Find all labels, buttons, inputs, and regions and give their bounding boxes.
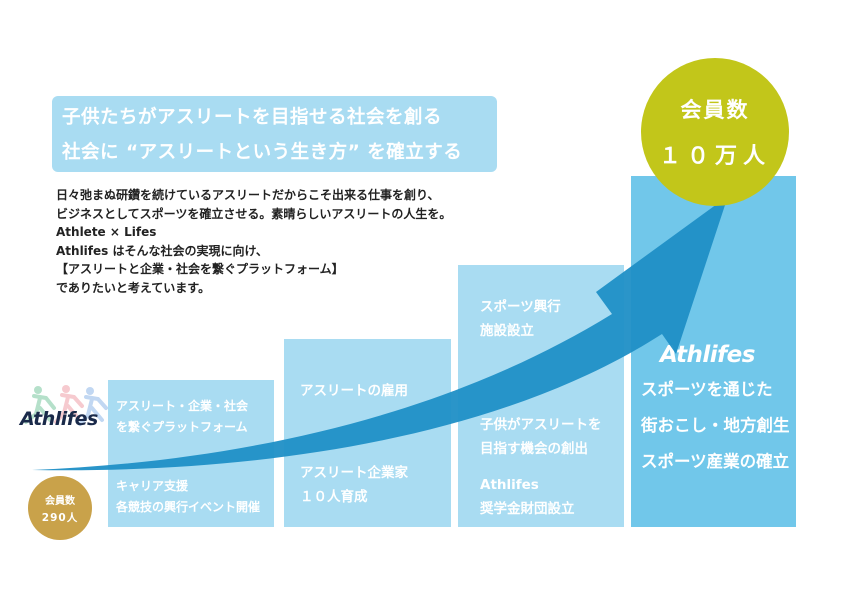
step-text: 各競技の興行イベント開催 (116, 500, 261, 514)
description-line: でありたいと考えています。 (56, 280, 211, 295)
start-members-value: 290人 (41, 511, 79, 524)
step-text: 目指す機会の創出 (480, 441, 588, 457)
headline-banner: 子供たちがアスリートを目指せる社会を創る 社会に “アスリートという生き方” を… (52, 96, 497, 172)
headline-line-1: 子供たちがアスリートを目指せる社会を創る (62, 107, 443, 128)
step-1-item-1: アスリート・企業・社会 を繋ぐプラットフォーム (116, 396, 248, 438)
step-2-item-1: アスリートの雇用 (300, 379, 408, 403)
goal-members-label: 会員数 (680, 98, 750, 122)
start-members-circle: 会員数 290人 (28, 476, 92, 540)
arrow-shape (32, 196, 728, 471)
start-members-label: 会員数 (45, 495, 75, 507)
athlifes-logo-start: Athlifes (20, 408, 98, 430)
description-line: 【アスリートと企業・社会を繋ぐプラットフォーム】 (56, 262, 344, 276)
step-text: 子供がアスリートを (480, 417, 602, 433)
step-4-item-1: スポーツを通じた 街おこし・地方創生 スポーツ産業の確立 (641, 372, 790, 480)
runners-icon (24, 385, 108, 426)
step-text: 施設設立 (480, 323, 534, 339)
step-3-item-1: スポーツ興行 施設設立 (480, 295, 561, 343)
description-line: 日々弛まぬ研鑽を続けているアスリートだからこそ出来る仕事を創り、 (56, 188, 440, 202)
step-text: キャリア支援 (116, 479, 189, 493)
headline-line-2: 社会に “アスリートという生き方” を確立する (62, 142, 463, 163)
step-text: １０人育成 (300, 489, 368, 505)
step-text: 街おこし・地方創生 (641, 416, 790, 435)
description-line: Athlete × Lifes (56, 225, 157, 239)
step-3-item-2: 子供がアスリートを 目指す機会の創出 (480, 413, 602, 461)
step-text: Athlifes (480, 477, 539, 493)
step-text: 奨学金財団設立 (480, 501, 575, 517)
step-2-item-2: アスリート企業家 １０人育成 (300, 461, 408, 509)
step-text: スポーツを通じた (641, 380, 773, 399)
step-text: スポーツ興行 (480, 299, 561, 315)
step-text: スポーツ産業の確立 (641, 452, 790, 471)
step-text: アスリートの雇用 (300, 383, 408, 399)
step-3-item-3: Athlifes 奨学金財団設立 (480, 473, 575, 521)
step-1-item-2: キャリア支援 各競技の興行イベント開催 (116, 476, 260, 518)
goal-members-circle: 会員数 １０万人 (641, 58, 789, 206)
step-text: アスリート・企業・社会 (116, 399, 249, 413)
description-line: ビジネスとしてスポーツを確立させる。素晴らしいアスリートの人生を。 (56, 206, 452, 221)
step-text: を繋ぐプラットフォーム (116, 420, 248, 434)
description-line: Athlifes はそんな社会の実現に向け、 (56, 243, 268, 258)
description: 日々弛まぬ研鑽を続けているアスリートだからこそ出来る仕事を創り、 ビジネスとして… (56, 186, 516, 297)
step-text: アスリート企業家 (300, 465, 408, 481)
goal-members-value: １０万人 (658, 144, 771, 169)
